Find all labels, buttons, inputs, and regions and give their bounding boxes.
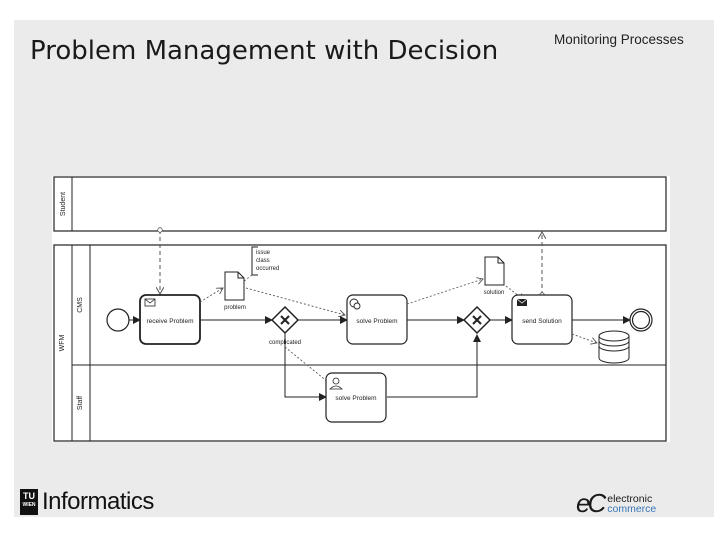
section-label: Monitoring Processes bbox=[554, 32, 684, 47]
student-pool bbox=[53, 176, 667, 232]
task-solve-staff-label: solve Problem bbox=[335, 395, 376, 402]
task-solve-cms-label: solve Problem bbox=[356, 318, 397, 325]
informatics-logo: TU WIEN Informatics bbox=[20, 488, 154, 516]
wfm-pool-label: WFM bbox=[59, 334, 66, 351]
flow-gateway-to-staff bbox=[284, 333, 327, 401]
ec-logo-mark: eC bbox=[576, 488, 606, 518]
gateway-x-icon bbox=[280, 315, 290, 325]
data-object-problem bbox=[224, 271, 245, 301]
annotation-line-3: occurred bbox=[256, 266, 279, 272]
send-envelope-icon bbox=[517, 299, 527, 306]
slide: Problem Management with Decision Monitor… bbox=[14, 20, 714, 519]
data-store bbox=[598, 336, 630, 364]
association-to-problem bbox=[199, 288, 223, 303]
gateway-x-icon-2 bbox=[472, 315, 482, 325]
association-to-solution bbox=[406, 279, 483, 305]
annotation-line-2: class bbox=[256, 258, 270, 264]
flow-staff-to-gateway bbox=[387, 334, 481, 398]
tu-wien-logo: TU WIEN bbox=[20, 489, 38, 515]
data-object-solution-label: solution bbox=[484, 290, 505, 296]
association-to-datastore bbox=[571, 333, 597, 343]
task-solve-problem-staff bbox=[325, 372, 387, 423]
bpmn-diagram: Student WFM CMS Staff issue class occurr… bbox=[52, 176, 670, 442]
cms-lane-label: CMS bbox=[77, 297, 84, 313]
annotation-bracket bbox=[251, 246, 258, 276]
ec-logo-text: electronic commerce bbox=[607, 492, 657, 515]
bpmn-canvas: Student WFM CMS Staff issue class occurr… bbox=[53, 176, 667, 442]
start-event bbox=[106, 308, 130, 332]
slide-title: Problem Management with Decision bbox=[30, 36, 499, 66]
data-object-problem-label: problem bbox=[224, 305, 246, 311]
annotation-line-1: issue bbox=[256, 250, 271, 256]
task-receive-label: receive Problem bbox=[147, 318, 194, 325]
staff-lane-label: Staff bbox=[77, 396, 84, 410]
data-object-solution bbox=[484, 256, 505, 286]
task-send-label: send Solution bbox=[522, 318, 562, 325]
ec-logo: eC electronic commerce bbox=[576, 488, 656, 519]
user-icon bbox=[332, 377, 340, 385]
association-problem-to-solve bbox=[245, 287, 345, 315]
informatics-wordmark: Informatics bbox=[42, 488, 154, 515]
student-pool-label: Student bbox=[60, 192, 67, 216]
